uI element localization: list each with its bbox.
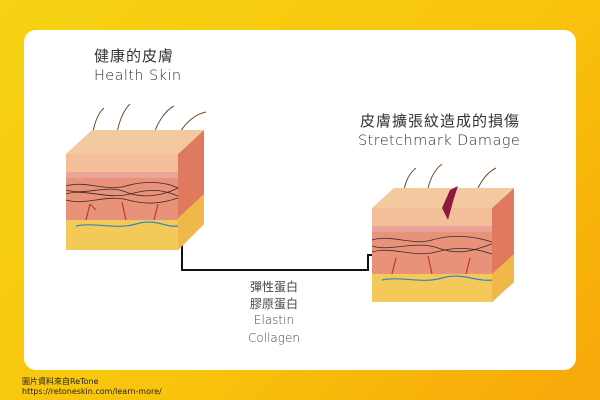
fat-layer	[66, 220, 178, 250]
collagen-fibers	[371, 236, 493, 255]
healthy-title-en: Health Skin	[94, 68, 182, 84]
stretchmark-tear	[442, 186, 458, 220]
healthy-skin-block	[65, 103, 207, 250]
fiber-label-3: Elastin	[253, 313, 295, 327]
epidermis-layer	[66, 154, 178, 176]
fiber-label-1: 彈性蛋白	[249, 280, 298, 294]
image-credit-url: https://retoneskin.com/learn-more/	[22, 387, 162, 396]
damaged-title-zh: 皮膚擴張紋造成的損傷	[360, 112, 521, 130]
fiber-label-4: Collagen	[248, 331, 300, 345]
block-top	[372, 188, 514, 208]
block-top	[66, 130, 204, 154]
collagen-fibers	[65, 182, 179, 204]
fiber-label-2: 膠原蛋白	[249, 297, 298, 311]
epidermis-layer	[372, 208, 492, 230]
healthy-title-zh: 健康的皮膚	[94, 47, 175, 65]
damaged-skin-block	[371, 163, 514, 302]
image-credit: 圖片資料來自ReTone	[22, 377, 99, 386]
damaged-title-en: Stretchmark Damage	[358, 133, 521, 149]
